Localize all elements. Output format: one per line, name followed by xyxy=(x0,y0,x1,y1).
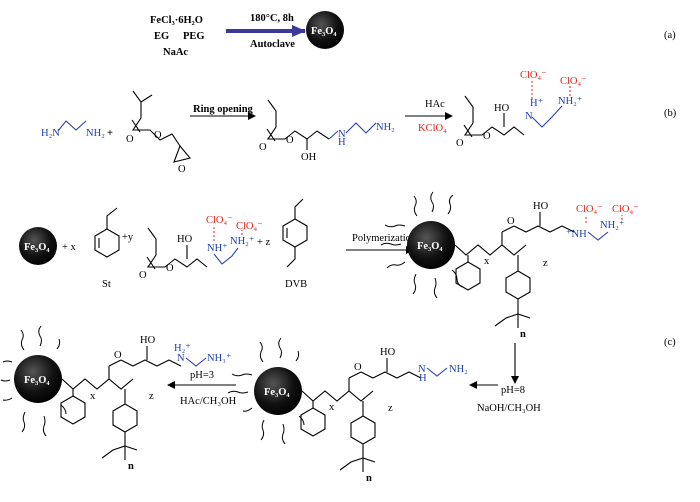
poly-clo4-b: ClO₄⁻ xyxy=(612,204,639,215)
sub-x-final: x xyxy=(90,391,96,402)
condition-autoclave: Autoclave xyxy=(250,39,295,50)
sub-x-mid: x xyxy=(329,402,335,413)
product1-nh-h: H xyxy=(338,137,346,148)
svg-text:O: O xyxy=(114,350,122,361)
coef-z: + z xyxy=(257,237,271,248)
monomer-ho: HO xyxy=(177,234,193,245)
gma-epoxide-o: O xyxy=(178,164,186,175)
ethylenediamine-chain xyxy=(57,120,87,132)
product2-clo4-b: ClO₄⁻ xyxy=(560,76,587,87)
final-nh: N xyxy=(177,353,185,364)
product1-nh: N xyxy=(338,129,346,140)
poly-nh2: NH₂⁺ xyxy=(600,220,624,231)
glycidyl-methacrylate: O O O xyxy=(126,90,191,175)
step-naoh: NaOH/CH₃OH xyxy=(477,403,541,414)
fe3o4-label-c3: Fe₃O₄ xyxy=(264,387,290,398)
product2-nh-h: H⁺ xyxy=(530,98,543,109)
fe3o4-particle-c1 xyxy=(19,227,57,265)
poly-nh: ⁺NH xyxy=(566,229,587,240)
fe3o4-particle-c2 xyxy=(407,221,455,269)
fe3o4-particle-a xyxy=(306,11,344,49)
row-c-reactants: Fe₃O₄ + x St +y O O HO NH⁺ NH₂⁺ ClO₄⁻ Cl… xyxy=(19,198,417,290)
fe3o4-label-a: Fe₃O₄ xyxy=(311,26,337,37)
fe3o4-label-c4: Fe₃O₄ xyxy=(24,375,50,386)
fe3o4-particle-c3 xyxy=(254,367,302,415)
poly-ho: HO xyxy=(533,201,549,212)
step-ph3: pH=3 xyxy=(190,370,214,381)
polymer-grafted-particle-protonated: Fe₃O₄ x z O HO N H₂⁺ NH₃⁺ n xyxy=(0,325,231,472)
plus-sign-b: + xyxy=(107,128,113,139)
monomer-clo4-b: ClO₄⁻ xyxy=(236,221,263,232)
polymerization-label: Polymerization xyxy=(352,233,417,244)
dvb-label: DVB xyxy=(285,279,307,290)
step-hac: HAc/CH₃OH xyxy=(180,396,237,407)
svg-text:O: O xyxy=(166,263,174,274)
reagent-eg: EG xyxy=(154,31,169,42)
step-ph8: pH=8 xyxy=(501,385,525,396)
gma-ester-o: O xyxy=(154,130,162,141)
svg-text:O: O xyxy=(456,138,464,149)
row-b: H₂N NH₂ + O O O Ring opening O O OH N H xyxy=(41,70,677,175)
product2-nh2: NH₂⁺ xyxy=(558,96,582,107)
sub-z-final: z xyxy=(149,391,154,402)
sub-n-final: n xyxy=(128,461,134,472)
row-a: FeCl₃·6H₂O EG PEG NaAc 180°C, 8h Autocla… xyxy=(150,11,676,58)
product2-nh: N xyxy=(525,111,533,122)
poly-clo4-a: ClO₄⁻ xyxy=(576,204,603,215)
monomer-nh: NH⁺ xyxy=(207,243,228,254)
coef-y: +y xyxy=(122,232,134,243)
label-b: (b) xyxy=(664,108,677,119)
step2-kclo4: KClO₄ xyxy=(418,123,447,134)
final-nh-h: H₂⁺ xyxy=(174,343,191,354)
reagent-naac: NaAc xyxy=(163,47,188,58)
svg-text:O: O xyxy=(286,135,294,146)
product1-nh2: NH₂ xyxy=(376,122,395,133)
gma-carbonyl-o: O xyxy=(126,134,134,145)
final-nh3: NH₃⁺ xyxy=(207,353,231,364)
coef-x: + x xyxy=(62,242,77,253)
aminated-gma: O O OH N H NH₂ xyxy=(259,99,395,163)
svg-text:O: O xyxy=(259,142,267,153)
final-ho: HO xyxy=(140,335,156,346)
monomer-clo4-a: ClO₄⁻ xyxy=(206,215,233,226)
mid-ho: HO xyxy=(380,347,396,358)
product2-clo4-a: ClO₄⁻ xyxy=(520,70,547,81)
styrene xyxy=(94,207,120,258)
svg-text:O: O xyxy=(354,362,362,373)
condition-temperature: 180°C, 8h xyxy=(250,13,294,24)
mid-nh-h: H xyxy=(419,373,427,384)
fe3o4-label-c1: Fe₃O₄ xyxy=(24,242,50,253)
ammonium-monomer: O O HO NH⁺ NH₂⁺ ClO₄⁻ ClO₄⁻ xyxy=(139,215,263,281)
amine-right-text: NH₂ xyxy=(86,128,105,139)
sub-z-top: z xyxy=(543,258,548,269)
sub-n-top: n xyxy=(520,329,526,340)
product1-oh: OH xyxy=(301,152,317,163)
monomer-nh2: NH₂⁺ xyxy=(230,236,254,247)
protonated-monomer: O O HO N H⁺ NH₂⁺ ClO₄⁻ ClO₄⁻ xyxy=(456,70,587,149)
sub-n-mid: n xyxy=(366,473,372,484)
reagent-fecl3: FeCl₃·6H₂O xyxy=(150,15,203,26)
step2-hac: HAc xyxy=(425,99,445,110)
divinylbenzene xyxy=(282,198,308,268)
sub-x-top: x xyxy=(484,256,490,267)
product2-ho: HO xyxy=(494,103,510,114)
svg-text:O: O xyxy=(507,216,515,227)
styrene-label: St xyxy=(102,279,111,290)
fe3o4-particle-c4 xyxy=(14,355,62,403)
mid-nh2: NH₂ xyxy=(449,364,468,375)
label-a: (a) xyxy=(664,30,676,41)
reagent-peg: PEG xyxy=(183,31,205,42)
ring-opening-label: Ring opening xyxy=(193,104,254,115)
mid-nh: N xyxy=(418,364,426,375)
fe3o4-label-c2: Fe₃O₄ xyxy=(417,241,443,252)
sub-z-mid: z xyxy=(388,403,393,414)
svg-text:O: O xyxy=(483,131,491,142)
polymer-grafted-particle-top: Fe₃O₄ x z O HO ⁺NH NH₂⁺ ClO₄⁻ ClO₄⁻ n xyxy=(380,191,639,340)
amine-left-text: H₂N xyxy=(41,128,60,139)
svg-text:O: O xyxy=(139,270,147,281)
label-c: (c) xyxy=(664,337,676,348)
polymer-grafted-particle-neutral: Fe₃O₄ x z O HO N H NH₂ n xyxy=(227,337,468,484)
